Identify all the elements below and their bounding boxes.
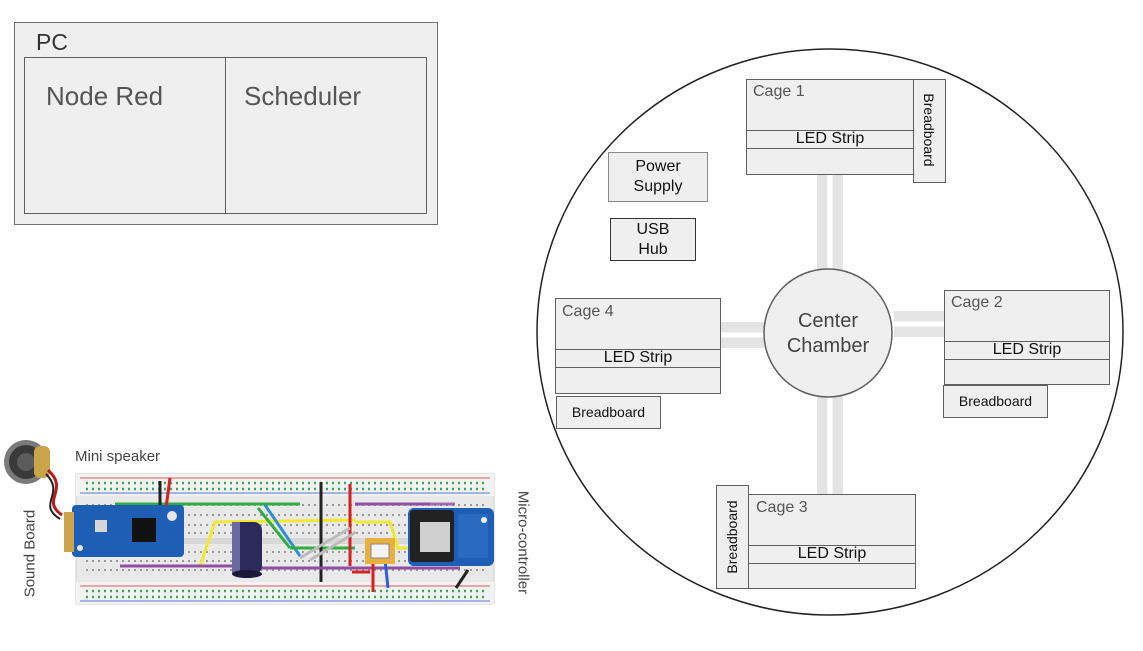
cage-1-led-label: LED Strip <box>795 130 865 147</box>
mini-speaker-label: Mini speaker <box>75 448 161 465</box>
cage-1 <box>746 79 914 175</box>
cage-3-led-label: LED Strip <box>797 545 867 562</box>
cage-2-led-label: LED Strip <box>992 341 1062 358</box>
cage-2-led-strip <box>944 341 1110 360</box>
pc-title: PC <box>36 29 68 55</box>
cage-4-breadboard-label: Breadboard <box>571 404 646 420</box>
scheduler-label: Scheduler <box>244 81 362 111</box>
cage-4-led-strip <box>555 349 721 368</box>
sensor-module <box>365 538 395 564</box>
cage-3-breadboard <box>716 485 749 589</box>
usb-hub-label: USB Hub <box>636 221 670 258</box>
microcontroller-board <box>408 508 494 566</box>
cage-1-breadboard <box>913 79 946 183</box>
capacitor <box>232 522 262 578</box>
cage-2 <box>944 290 1110 385</box>
usb-hub-box <box>610 218 696 261</box>
cage-3 <box>748 494 916 589</box>
center-chamber-circle <box>763 268 893 398</box>
cage-2-label: Cage 2 <box>951 294 1003 311</box>
cage-4 <box>555 298 721 394</box>
cage-2-breadboard <box>943 385 1048 418</box>
speaker-icon <box>4 440 50 484</box>
scheduler-box <box>225 57 427 214</box>
power-supply-label: Power Supply <box>633 158 683 195</box>
connecting-tubes <box>720 172 946 494</box>
cage-1-label: Cage 1 <box>753 83 805 100</box>
cage-3-breadboard-label: Breadboard <box>724 500 740 574</box>
power-supply-box <box>608 152 708 202</box>
cage-4-breadboard <box>556 396 661 429</box>
cage-4-led-label: LED Strip <box>603 349 673 366</box>
cage-4-label: Cage 4 <box>562 303 614 320</box>
node-red-box <box>24 57 227 214</box>
sound-board <box>64 505 184 557</box>
cage-3-label: Cage 3 <box>756 499 808 516</box>
center-chamber-label: Center Chamber <box>786 310 870 357</box>
enclosure-outline <box>536 48 1124 616</box>
cage-2-breadboard-label: Breadboard <box>958 393 1033 409</box>
cage-1-breadboard-label: Breadboard <box>921 93 937 167</box>
node-red-label: Node Red <box>46 81 164 111</box>
